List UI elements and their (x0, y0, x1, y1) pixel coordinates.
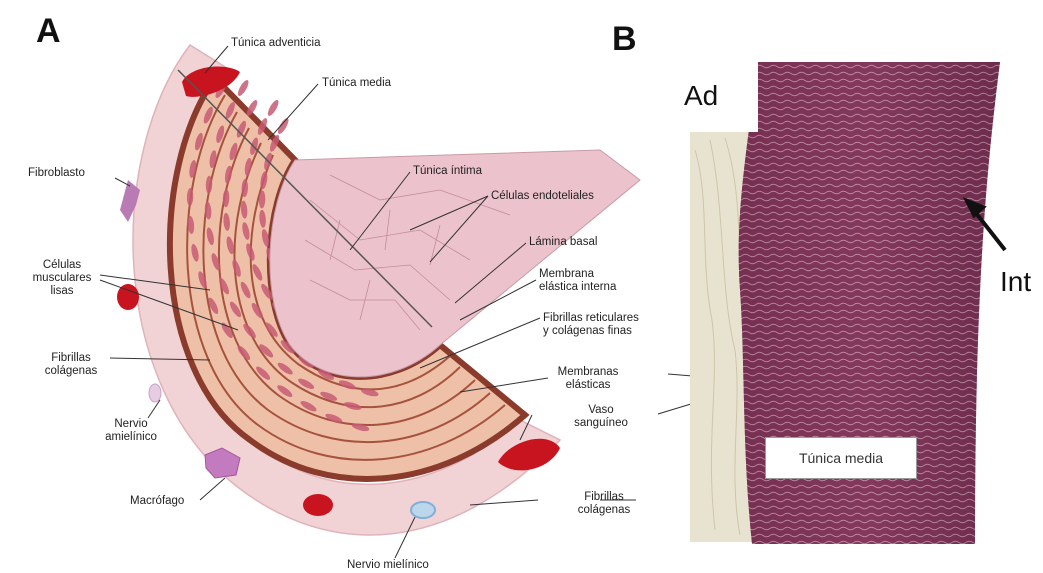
adventitia-abbrev-label: Ad (684, 80, 718, 112)
tunica-media-box: Túnica media (765, 437, 917, 479)
tunica-media-histology-label: Túnica media (799, 450, 883, 466)
panel-letter-b: B (612, 20, 637, 59)
label-membranas-elasticas: Membranas elásticas (548, 366, 628, 392)
label-tunica-media: Túnica media (322, 77, 391, 90)
label-nervio-mielinico: Nervio mielínico (347, 559, 429, 572)
label-fibrillas-colagenas-right: Fibrillas colágenas (564, 491, 644, 517)
label-tunica-intima: Túnica íntima (413, 165, 482, 178)
label-celulas-musculares-lisas: Células musculares lisas (22, 259, 102, 298)
label-macrofago: Macrófago (130, 495, 184, 508)
label-fibroblasto: Fibroblasto (28, 167, 85, 180)
label-fibrillas-reticulares: Fibrillas reticulares y colágenas finas (543, 312, 639, 338)
panel-letter-a: A (36, 12, 61, 51)
label-tunica-adventicia: Túnica adventicia (231, 37, 321, 50)
label-celulas-endoteliales: Células endoteliales (491, 190, 594, 203)
intima-abbrev-label: Int (1000, 266, 1031, 298)
label-vaso-sanguineo: Vaso sanguíneo (565, 404, 637, 430)
label-lamina-basal: Lámina basal (529, 236, 597, 249)
label-membrana-elastica-interna: Membrana elástica interna (539, 268, 616, 294)
label-fibrillas-colagenas-left: Fibrillas colágenas (32, 352, 110, 378)
label-nervio-amielinico: Nervio amielínico (96, 418, 166, 444)
